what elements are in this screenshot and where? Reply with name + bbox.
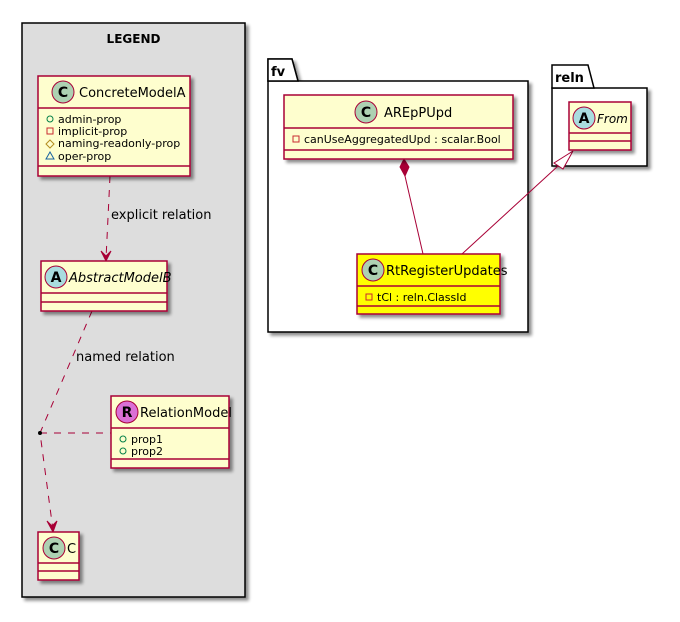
junction-dot <box>38 431 42 435</box>
edge-composition <box>399 157 424 255</box>
class-stereotype-icon <box>42 536 66 560</box>
class-concrete-model-a[interactable]: C ConcreteModelA admin-prop implicit-pro… <box>37 75 191 177</box>
attribute: naming-readonly-prop <box>58 137 180 150</box>
private-visibility-icon <box>46 127 54 135</box>
class-abstract-model-b[interactable]: A AbstractModelB <box>40 260 172 312</box>
attribute: prop1 <box>131 433 163 446</box>
public-visibility-icon <box>46 115 54 123</box>
private-visibility-icon <box>292 135 300 143</box>
edge-label-explicit: explicit relation <box>111 208 211 223</box>
class-relation-model[interactable]: R RelationModel prop1 prop2 <box>110 395 232 469</box>
attribute: prop2 <box>131 445 163 458</box>
svg-text:C: C <box>49 541 59 557</box>
public-visibility-icon <box>119 447 127 455</box>
class-name: RelationModel <box>140 406 232 421</box>
edge-named-relation: named relation <box>38 310 175 534</box>
class-name: ConcreteModelA <box>79 86 186 101</box>
svg-text:C: C <box>58 85 68 101</box>
attribute: oper-prop <box>58 150 111 163</box>
class-name: AREpPUpd <box>384 106 452 121</box>
class-from[interactable]: A From <box>568 101 632 151</box>
protected-visibility-icon <box>45 139 55 149</box>
attribute: canUseAggregatedUpd : scalar.Bool <box>304 133 501 146</box>
attribute: admin-prop <box>58 113 121 126</box>
attribute: implicit-prop <box>58 125 127 138</box>
class-c[interactable]: C C <box>37 531 80 581</box>
edge-label-named: named relation <box>76 350 175 365</box>
class-rt-register-updates[interactable]: C RtRegisterUpdates tCl : reln.ClassId <box>356 253 508 315</box>
abstract-stereotype-icon <box>572 106 596 130</box>
class-name: From <box>597 112 628 126</box>
class-name: C <box>67 542 76 557</box>
class-stereotype-icon <box>361 258 385 282</box>
arrow-head-icon <box>100 250 112 263</box>
class-stereotype-icon <box>354 100 378 124</box>
inheritance-triangle-icon <box>553 150 574 170</box>
package-fv-label: fv <box>271 65 286 80</box>
arrow-head-icon <box>46 520 58 534</box>
edge-explicit-relation: explicit relation <box>100 175 211 263</box>
abstract-stereotype-icon <box>44 265 68 289</box>
package-reln-label: reln <box>555 71 584 86</box>
edge-inheritance <box>461 150 574 255</box>
class-stereotype-icon <box>51 80 75 104</box>
svg-text:C: C <box>368 263 378 279</box>
svg-text:A: A <box>51 270 62 286</box>
class-arepp-upd[interactable]: C AREpPUpd canUseAggregatedUpd : scalar.… <box>283 94 514 160</box>
class-name: AbstractModelB <box>68 271 172 286</box>
class-name: RtRegisterUpdates <box>386 264 508 279</box>
relation-stereotype-icon <box>115 400 139 424</box>
composition-diamond-icon <box>399 157 410 178</box>
svg-text:A: A <box>579 111 590 127</box>
legend-title: LEGEND <box>107 32 161 46</box>
public-visibility-icon <box>119 435 127 443</box>
package-visibility-icon <box>45 150 55 160</box>
attribute: tCl : reln.ClassId <box>377 291 467 304</box>
private-visibility-icon <box>365 293 373 301</box>
svg-text:R: R <box>122 405 133 421</box>
svg-text:C: C <box>361 105 371 121</box>
